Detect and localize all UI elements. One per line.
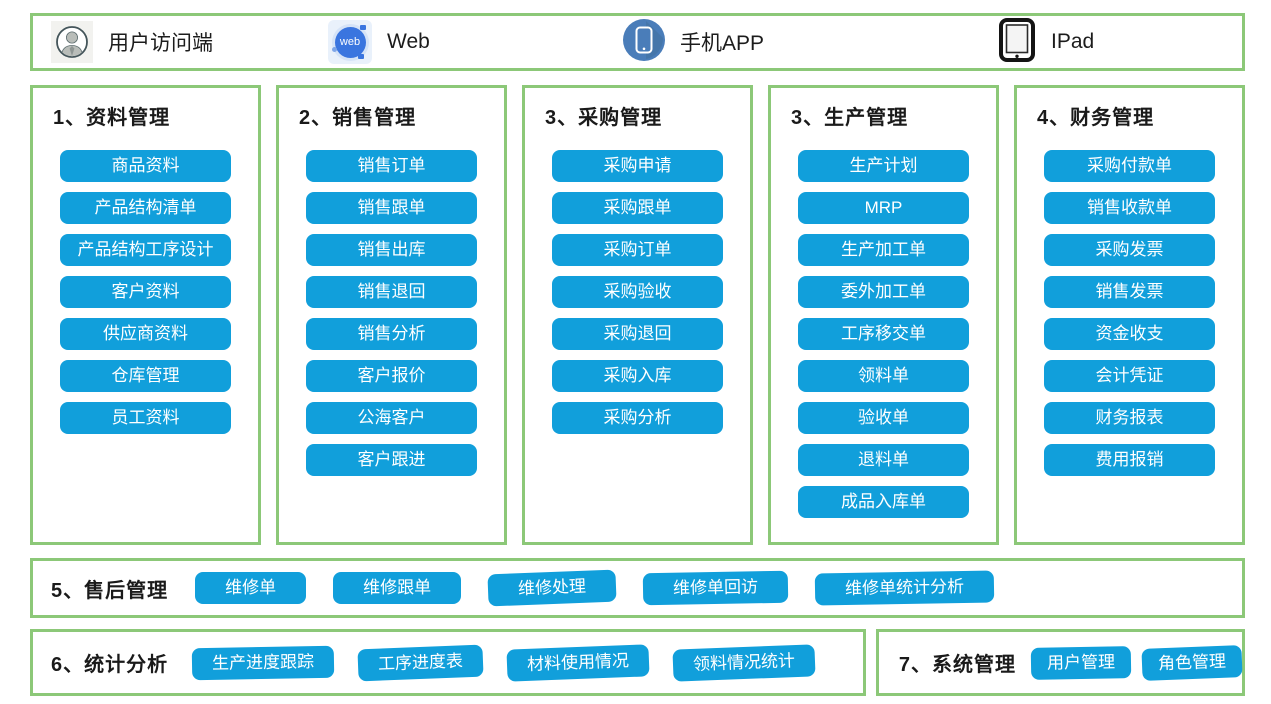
module-button[interactable]: 销售订单 <box>306 150 477 182</box>
module-button[interactable]: 维修处理 <box>487 569 617 607</box>
channel-web-label: Web <box>387 30 430 53</box>
module-button[interactable]: 采购申请 <box>552 150 723 182</box>
module-button[interactable]: 销售发票 <box>1044 276 1215 308</box>
module-columns: 1、资料管理 商品资料 产品结构清单 产品结构工序设计 客户资料 供应商资料 仓… <box>30 85 1245 545</box>
access-channels-bar: 用户访问端 web Web 手机APP <box>30 13 1245 71</box>
module-button[interactable]: 销售跟单 <box>306 192 477 224</box>
module-button[interactable]: 采购发票 <box>1044 234 1215 266</box>
panel-title: 7、系统管理 <box>898 654 1016 676</box>
module-button[interactable]: 维修单 <box>195 572 307 604</box>
panel-sales-management: 2、销售管理 销售订单 销售跟单 销售出库 销售退回 销售分析 客户报价 公海客… <box>276 85 507 545</box>
channel-mobile-app: 手机APP <box>623 18 998 66</box>
module-button[interactable]: 采购订单 <box>552 234 723 266</box>
module-button[interactable]: 客户资料 <box>60 276 231 308</box>
module-button[interactable]: 供应商资料 <box>60 318 231 350</box>
module-button[interactable]: 产品结构工序设计 <box>60 234 231 266</box>
module-button[interactable]: 退料单 <box>798 444 969 476</box>
module-button[interactable]: 销售出库 <box>306 234 477 266</box>
user-icon <box>51 21 93 63</box>
module-button[interactable]: 产品结构清单 <box>60 192 231 224</box>
module-button[interactable]: MRP <box>798 192 969 224</box>
ipad-icon <box>998 17 1036 68</box>
module-button[interactable]: 销售收款单 <box>1044 192 1215 224</box>
panel-finance-management: 4、财务管理 采购付款单 销售收款单 采购发票 销售发票 资金收支 会计凭证 财… <box>1014 85 1245 545</box>
module-button[interactable]: 采购付款单 <box>1044 150 1215 182</box>
module-button[interactable]: 会计凭证 <box>1044 360 1215 392</box>
panel-purchase-management: 3、采购管理 采购申请 采购跟单 采购订单 采购验收 采购退回 采购入库 采购分… <box>522 85 753 545</box>
channel-mobile-app-label: 手机APP <box>680 32 765 55</box>
panel-system-management: 7、系统管理 用户管理 角色管理 <box>875 629 1245 696</box>
module-button[interactable]: 生产计划 <box>798 150 969 182</box>
channel-web: web Web <box>328 20 623 64</box>
module-button[interactable]: 采购跟单 <box>552 192 723 224</box>
module-button[interactable]: 领料单 <box>798 360 969 392</box>
panel-statistics: 6、统计分析 生产进度跟踪 工序进度表 材料使用情况 领料情况统计 <box>30 629 866 696</box>
web-icon-text: web <box>334 26 366 58</box>
module-button[interactable]: 工序移交单 <box>798 318 969 350</box>
module-button[interactable]: 材料使用情况 <box>506 643 650 682</box>
module-button[interactable]: 采购退回 <box>552 318 723 350</box>
module-button[interactable]: 生产加工单 <box>798 234 969 266</box>
panel-title: 3、生产管理 <box>791 107 909 129</box>
module-button[interactable]: 维修单统计分析 <box>814 570 995 606</box>
module-button[interactable]: 仓库管理 <box>60 360 231 392</box>
module-button[interactable]: 客户跟进 <box>306 444 477 476</box>
channel-user: 用户访问端 <box>51 21 328 63</box>
module-button[interactable]: 生产进度跟踪 <box>191 645 335 680</box>
panel-title: 1、资料管理 <box>53 107 171 129</box>
module-button[interactable]: 维修跟单 <box>333 572 462 604</box>
web-icon: web <box>328 20 372 64</box>
module-button[interactable]: 维修单回访 <box>642 570 789 606</box>
module-button[interactable]: 成品入库单 <box>798 486 969 518</box>
panel-title: 5、售后管理 <box>51 579 169 602</box>
module-button[interactable]: 员工资料 <box>60 402 231 434</box>
module-button[interactable]: 采购入库 <box>552 360 723 392</box>
panel-data-management: 1、资料管理 商品资料 产品结构清单 产品结构工序设计 客户资料 供应商资料 仓… <box>30 85 261 545</box>
module-button[interactable]: 客户报价 <box>306 360 477 392</box>
bottom-rows: 6、统计分析 生产进度跟踪 工序进度表 材料使用情况 领料情况统计 7、系统管理… <box>30 629 1245 696</box>
module-button[interactable]: 销售退回 <box>306 276 477 308</box>
module-button[interactable]: 销售分析 <box>306 318 477 350</box>
panel-production-management: 3、生产管理 生产计划 MRP 生产加工单 委外加工单 工序移交单 领料单 验收… <box>768 85 999 545</box>
panel-title: 3、采购管理 <box>545 107 663 129</box>
module-button[interactable]: 商品资料 <box>60 150 231 182</box>
panel-title: 6、统计分析 <box>51 654 169 676</box>
channel-ipad-label: IPad <box>1051 30 1095 53</box>
panel-title: 4、财务管理 <box>1037 107 1155 129</box>
module-button[interactable]: 财务报表 <box>1044 402 1215 434</box>
module-button[interactable]: 领料情况统计 <box>672 643 816 682</box>
panel-title: 2、销售管理 <box>299 107 417 129</box>
module-button[interactable]: 工序进度表 <box>357 644 484 681</box>
phone-icon <box>623 18 665 66</box>
module-button[interactable]: 角色管理 <box>1141 644 1243 681</box>
panel-after-sales: 5、售后管理 维修单 维修跟单 维修处理 维修单回访 维修单统计分析 <box>30 558 1245 618</box>
module-button[interactable]: 公海客户 <box>306 402 477 434</box>
module-button[interactable]: 采购分析 <box>552 402 723 434</box>
module-button[interactable]: 资金收支 <box>1044 318 1215 350</box>
module-button[interactable]: 用户管理 <box>1030 645 1132 680</box>
module-button[interactable]: 委外加工单 <box>798 276 969 308</box>
module-button[interactable]: 验收单 <box>798 402 969 434</box>
module-button[interactable]: 费用报销 <box>1044 444 1215 476</box>
channel-ipad: IPad <box>998 17 1094 68</box>
module-button[interactable]: 采购验收 <box>552 276 723 308</box>
channel-user-label: 用户访问端 <box>108 32 213 55</box>
